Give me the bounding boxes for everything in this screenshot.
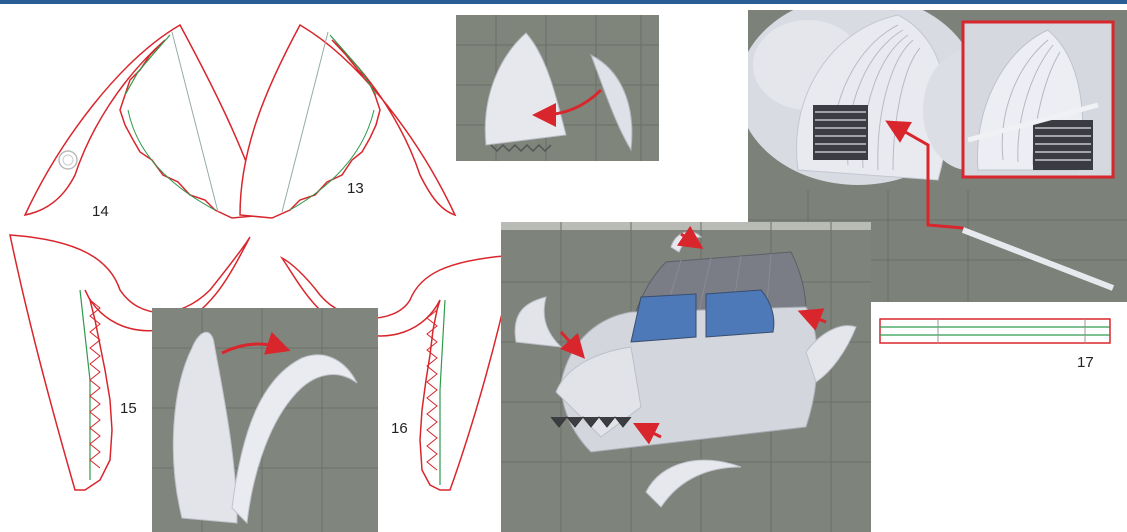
photo-top-fender-curl bbox=[456, 15, 659, 161]
part-label-16: 16 bbox=[391, 420, 408, 437]
part-label-15: 15 bbox=[120, 400, 137, 417]
photo-fender-bend bbox=[152, 308, 378, 532]
photo-car-body-fenders bbox=[501, 222, 871, 532]
part-label-14: 14 bbox=[92, 203, 109, 220]
pattern-part-17 bbox=[880, 319, 1110, 343]
pattern-part-14 bbox=[25, 25, 265, 218]
part-label-17: 17 bbox=[1077, 354, 1094, 371]
part-label-13: 13 bbox=[347, 180, 364, 197]
